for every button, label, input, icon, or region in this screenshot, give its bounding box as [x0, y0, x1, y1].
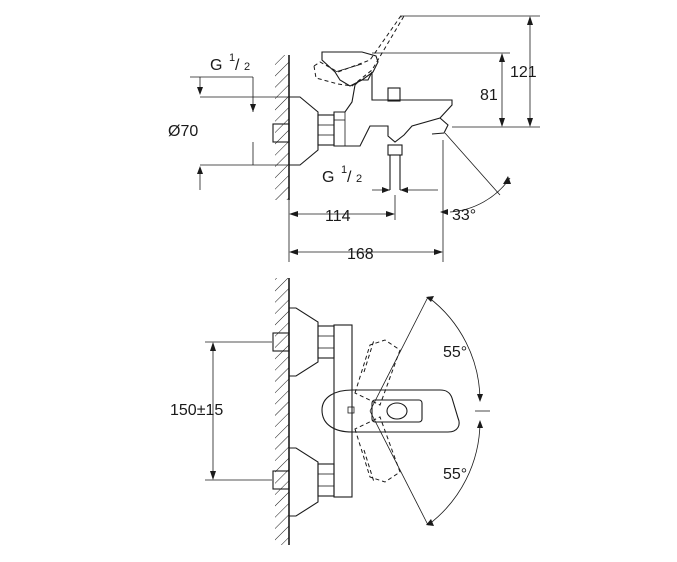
angle-55-bottom: 55° [426, 420, 483, 526]
angle-33-label: 33° [452, 207, 476, 224]
dim-81-label: 81 [480, 87, 498, 104]
dimension-168: 168 [289, 140, 444, 263]
dim-114-label: 114 [325, 208, 351, 225]
svg-text:/: / [235, 57, 240, 74]
diverter-knob [387, 87, 401, 102]
angle-33: 33° [440, 132, 511, 224]
thread-bottom-num: 1 [341, 164, 347, 176]
wall-bottom [275, 278, 290, 545]
thread-bottom-den: 2 [356, 173, 362, 185]
dimension-150: 150±15 [170, 341, 272, 481]
mixer-body-front [333, 324, 353, 498]
dimension-114: 114 [288, 195, 396, 262]
thread-top: G 1 / 2 [190, 52, 256, 112]
thread-top-den: 2 [244, 61, 250, 73]
angle-55-top: 55° [426, 296, 483, 402]
front-view: 55° 55° 150±15 [170, 278, 490, 545]
spout [431, 117, 449, 135]
handle-rotated-up [354, 339, 401, 406]
handle-front [321, 389, 460, 433]
dimension-81: 81 [480, 53, 505, 127]
thread-bottom-base: G [322, 169, 334, 186]
side-view: 121 81 G 1 / 2 Ø70 [168, 15, 540, 263]
dimension-121: 121 [510, 16, 537, 127]
wall-top [275, 55, 290, 200]
dim-168-label: 168 [347, 246, 374, 263]
thread-bottom: G 1 / 2 [322, 164, 438, 193]
mixer-body [333, 71, 453, 147]
angle-55-bottom-label: 55° [443, 466, 467, 483]
dim-150-label: 150±15 [170, 402, 223, 419]
dim-121-label: 121 [510, 64, 537, 81]
handle-rotated-down [354, 416, 401, 483]
diameter-label: Ø70 [168, 123, 198, 140]
thread-top-num: 1 [229, 52, 235, 64]
angle-55-top-label: 55° [443, 344, 467, 361]
svg-text:/: / [347, 169, 352, 186]
bottom-outlet [387, 144, 403, 190]
connection-nut [317, 114, 335, 146]
thread-top-base: G [210, 57, 222, 74]
lever-open-position [313, 15, 406, 87]
lever [321, 51, 379, 87]
diameter-70: Ø70 [168, 96, 288, 190]
